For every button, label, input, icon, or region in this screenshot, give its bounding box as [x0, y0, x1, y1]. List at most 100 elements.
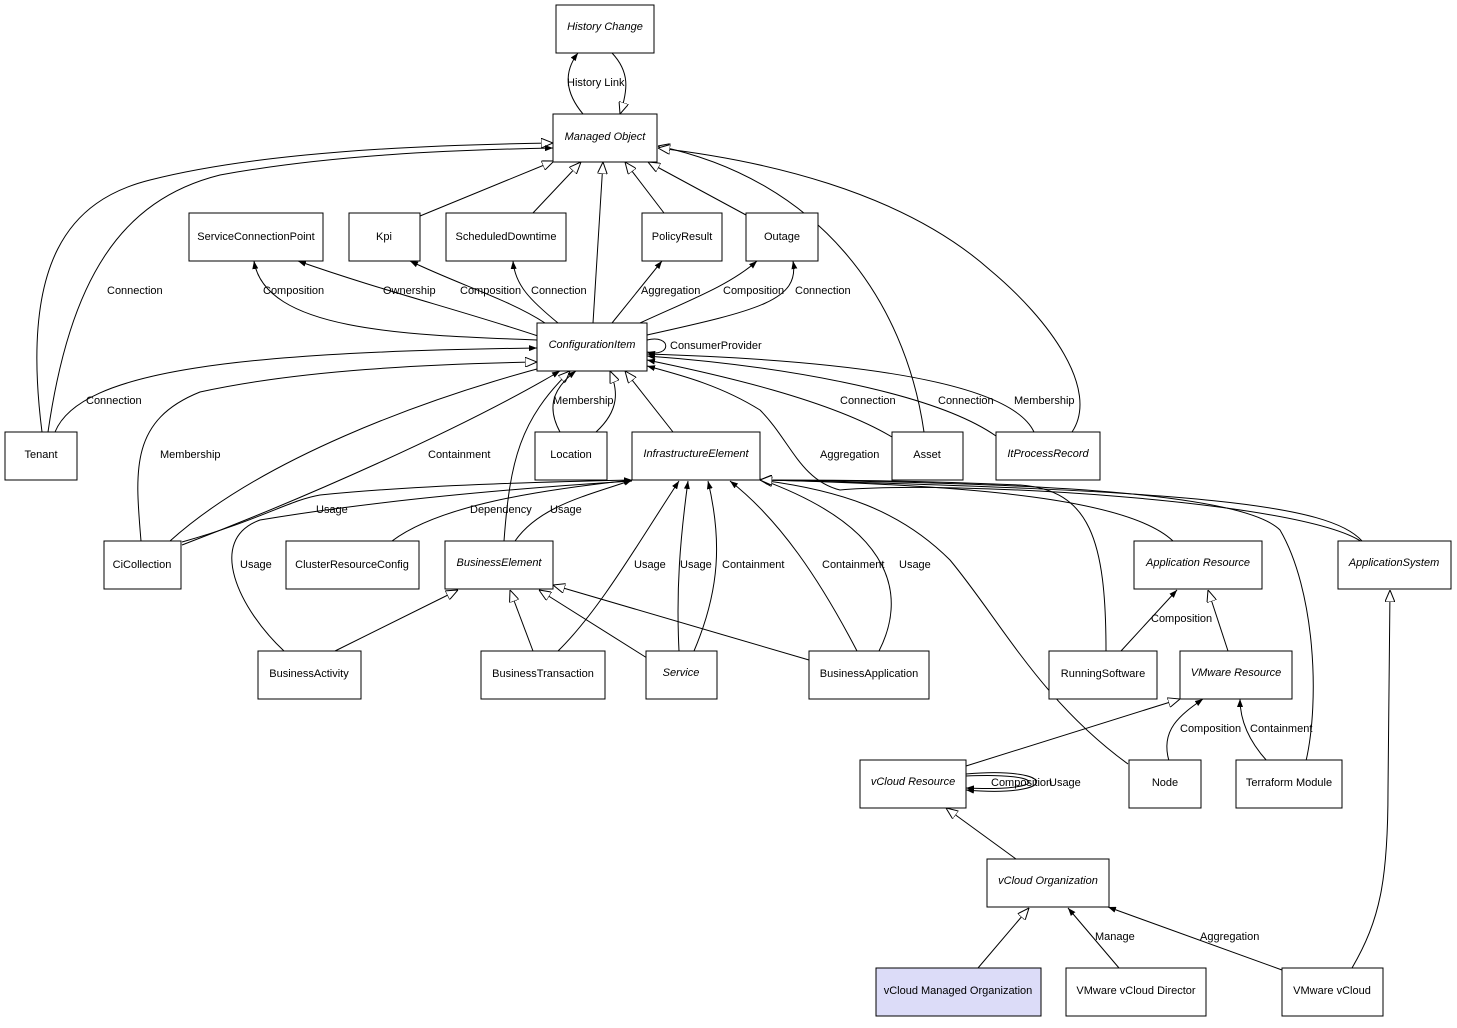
edge-vr-ar-generalization	[1208, 590, 1229, 652]
node-scheduled-downtime[interactable]: ScheduledDowntime	[445, 212, 567, 262]
node-business-application[interactable]: BusinessApplication	[808, 650, 930, 700]
edge-node-vr-composition: Composition	[1166, 698, 1241, 762]
edge-scheduled-downtime-generalization	[531, 162, 581, 215]
node-application-resource[interactable]: Application Resource	[1133, 540, 1263, 590]
svg-text:InfrastructureElement: InfrastructureElement	[643, 448, 749, 460]
edge-vcr-vr-generalization	[965, 699, 1180, 767]
node-vmware-resource[interactable]: VMware Resource	[1179, 650, 1293, 700]
edge-service-generalization	[539, 590, 648, 659]
node-configuration-item[interactable]: ConfigurationItem	[536, 322, 648, 372]
edge-vcr-self-composition: Composition	[965, 774, 1052, 792]
node-running-software[interactable]: RunningSoftware	[1048, 650, 1158, 700]
edge-tenant-managed-object-connection: Connection	[47, 145, 554, 433]
edge-cicollection-ci-containment	[169, 365, 549, 542]
edge-label-asset-ci-connection: Connection	[840, 395, 896, 407]
node-service-connection-point[interactable]: ServiceConnectionPoint	[188, 212, 324, 262]
node-asset[interactable]: Asset	[891, 431, 964, 481]
node-outage[interactable]: Outage	[745, 212, 819, 262]
node-terraform-module[interactable]: Terraform Module	[1235, 759, 1343, 809]
edge-cicollection-ci-containment-2: Containment	[181, 370, 561, 546]
edge-it-process-record-generalization	[658, 148, 1081, 433]
edge-ba-ie-usage: Usage	[231, 478, 633, 652]
edge-label-vcr-self-usage: Usage	[1049, 777, 1081, 789]
edge-tm-ie-generalization	[760, 480, 1314, 762]
node-vcloud-organization[interactable]: vCloud Organization	[986, 858, 1110, 908]
edge-app-system-ie-generalization	[760, 480, 1363, 542]
edge-label-ci-outage-composition: Composition	[723, 285, 784, 297]
svg-text:ClusterResourceConfig: ClusterResourceConfig	[295, 559, 409, 571]
svg-text:RunningSoftware: RunningSoftware	[1061, 668, 1145, 680]
edge-label-itpr-ci-membership: Membership	[1014, 395, 1075, 407]
edge-bapp-ie-usage: Usage	[759, 478, 931, 652]
edge-business-application-generalization	[553, 585, 810, 661]
edge-tm-vr-containment: Containment	[1237, 698, 1312, 762]
edge-label-ci-outage-connection: Connection	[795, 285, 851, 297]
edge-business-transaction-generalization	[510, 590, 534, 652]
node-node[interactable]: Node	[1128, 759, 1202, 809]
edge-label-vcd-vco-manage: Manage	[1095, 931, 1135, 943]
node-policy-result[interactable]: PolicyResult	[641, 212, 723, 262]
edge-label-bt-ie-usage: Usage	[634, 559, 666, 571]
edge-ar-ie-generalization	[760, 480, 1174, 542]
edge-policy-result-generalization	[625, 162, 665, 214]
svg-text:Tenant: Tenant	[24, 449, 57, 461]
node-business-activity[interactable]: BusinessActivity	[257, 650, 362, 700]
node-location[interactable]: Location	[534, 431, 608, 481]
edge-service-ie-usage: Usage	[677, 480, 712, 652]
edge-label-ci-kpi-ownership: Ownership	[383, 285, 436, 297]
node-service[interactable]: Service	[645, 650, 718, 700]
svg-text:Outage: Outage	[764, 231, 800, 243]
node-vcloud-managed-organization[interactable]: vCloud Managed Organization	[875, 967, 1042, 1017]
node-it-process-record[interactable]: ItProcessRecord	[995, 431, 1101, 481]
edge-ie-ci-generalization	[625, 371, 674, 433]
edge-asset-generalization	[658, 146, 925, 433]
node-ci-collection[interactable]: CiCollection	[103, 540, 182, 590]
node-vcloud-resource[interactable]: vCloud Resource	[859, 759, 967, 809]
node-managed-object[interactable]: Managed Object	[552, 113, 658, 163]
edge-label-node-vr-composition: Composition	[1180, 723, 1241, 735]
edge-cicollection-ci-membership: Membership	[137, 362, 537, 542]
edge-label-tm-vr-containment: Containment	[1250, 723, 1312, 735]
svg-text:Managed Object: Managed Object	[565, 131, 647, 143]
svg-text:Kpi: Kpi	[376, 231, 392, 243]
node-infrastructure-element[interactable]: InfrastructureElement	[631, 431, 761, 481]
node-application-system[interactable]: ApplicationSystem	[1337, 540, 1452, 590]
node-business-transaction[interactable]: BusinessTransaction	[480, 650, 606, 700]
svg-text:CiCollection: CiCollection	[113, 559, 172, 571]
edge-bt-ie-usage: Usage	[557, 480, 680, 652]
edge-crc-ie-dependency: Dependency	[391, 477, 633, 542]
edge-cicollection-ie-usage: Usage	[181, 477, 633, 543]
edge-ci-outage-connection: Connection	[646, 260, 851, 336]
edge-vcd-vco-manage: Manage	[1067, 907, 1135, 969]
edge-label-ci-sd-connection: Connection	[531, 285, 587, 297]
edge-ci-outage-composition: Composition	[639, 260, 784, 324]
node-vmware-vcloud[interactable]: VMware vCloud	[1281, 967, 1384, 1017]
edge-label-ci-self-consumer-provider: ConsumerProvider	[670, 340, 762, 352]
node-vmware-vcloud-director[interactable]: VMware vCloud Director	[1065, 967, 1207, 1017]
svg-text:BusinessActivity: BusinessActivity	[269, 668, 349, 680]
edge-label-crc-ie-dependency: Dependency	[470, 504, 532, 516]
node-business-element[interactable]: BusinessElement	[444, 540, 554, 590]
edge-configuration-item-generalization	[592, 162, 603, 324]
svg-text:vCloud Managed Organization: vCloud Managed Organization	[884, 985, 1033, 997]
node-cluster-resource-config[interactable]: ClusterResourceConfig	[285, 540, 420, 590]
svg-text:VMware vCloud Director: VMware vCloud Director	[1076, 985, 1196, 997]
svg-text:ItProcessRecord: ItProcessRecord	[1007, 448, 1089, 460]
edge-label-cicollection-ie-usage: Usage	[316, 504, 348, 516]
edge-vcloud-vco-aggregation: Aggregation	[1107, 906, 1283, 971]
edge-vcr-self-usage: Usage	[965, 772, 1081, 794]
svg-text:vCloud Organization: vCloud Organization	[998, 875, 1098, 887]
node-kpi[interactable]: Kpi	[348, 212, 421, 262]
svg-text:BusinessElement: BusinessElement	[457, 557, 543, 569]
edge-label-ci-pr-aggregation: Aggregation	[641, 285, 700, 297]
edge-label-cicollection-ci-membership: Membership	[160, 449, 221, 461]
svg-text:VMware Resource: VMware Resource	[1191, 667, 1281, 679]
edge-service-ie-containment: Containment	[693, 480, 784, 652]
node-tenant[interactable]: Tenant	[4, 431, 78, 481]
edge-ci-scp-composition: Composition	[252, 260, 538, 341]
edge-itpr-ci-membership: Membership	[646, 351, 1075, 433]
node-history-change[interactable]: History Change	[555, 4, 655, 54]
edge-ci-policy-result-aggregation: Aggregation	[611, 260, 700, 324]
edge-vco-vcr-generalization	[946, 808, 1017, 860]
